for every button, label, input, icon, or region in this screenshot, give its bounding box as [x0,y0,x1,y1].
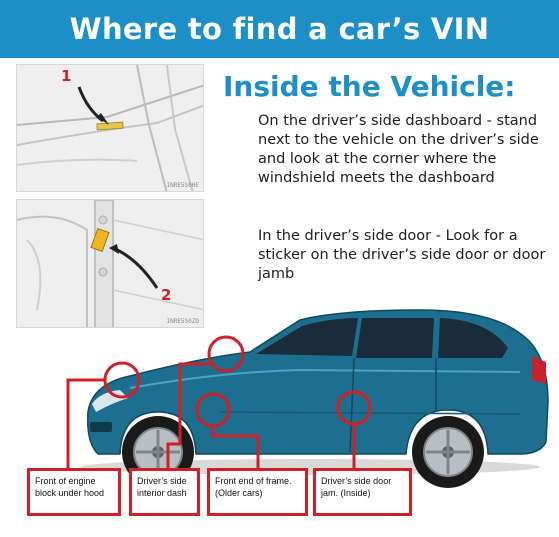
interior-dash-label: Driver’s side interior dash [129,468,200,516]
section-title: Inside the Vehicle: [223,70,516,103]
callout-number-1: 1 [61,67,72,85]
photo-code: INRE5S0HE [166,182,199,189]
page-title: Where to find a car’s VIN [69,12,490,46]
callout-number-2: 2 [161,286,172,304]
dashboard-illustration [17,65,203,191]
door-jamb-label: Driver’s side door jam. (Inside) [313,468,412,516]
engine-block-label: Front of engine block under hood [27,468,121,516]
vin-location-diagram: Front of engine block under hood Driver’… [0,292,559,533]
car-illustration [66,309,549,488]
frame-label: Front end of frame. (Older cars) [207,468,308,516]
dashboard-instructions: On the driver’s side dashboard - stand n… [258,113,539,186]
dashboard-photo: 1 INRE5S0HE [16,64,204,192]
header-banner: Where to find a car’s VIN [0,0,559,58]
interior-dash-location-marker [207,335,245,373]
door-jamb-photo: 2 INRE5S0ZD [16,199,204,328]
door-instructions: In the driver’s side door - Look for a s… [258,228,546,282]
photo-code: INRE5S0ZD [166,318,199,325]
door-jamb-illustration [17,200,203,327]
